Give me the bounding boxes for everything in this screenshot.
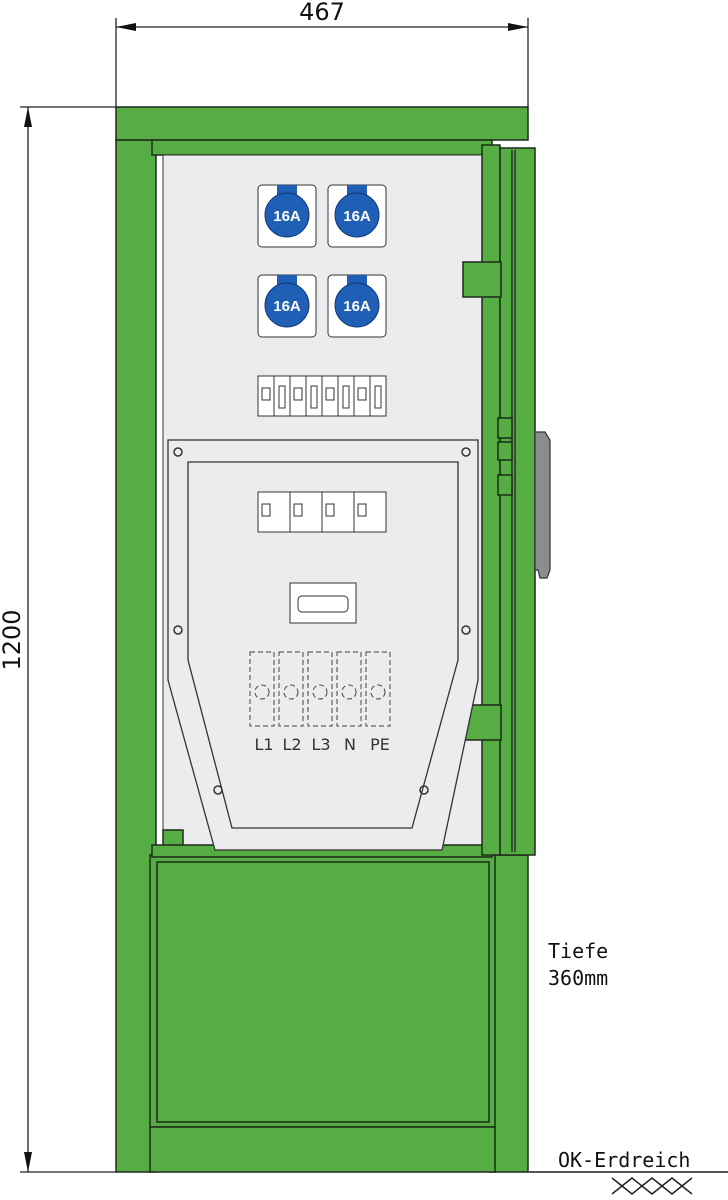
ground-hatching — [611, 1177, 693, 1195]
socket-1[interactable]: 16A — [257, 184, 317, 248]
ground-level: OK-Erdreich — [528, 1148, 728, 1195]
rcbo-row-upper — [257, 375, 387, 417]
ground-label: OK-Erdreich — [558, 1148, 690, 1172]
cover-plate — [167, 439, 479, 851]
width-label: 467 — [299, 0, 345, 26]
terminal-label-l2: L2 — [282, 735, 301, 754]
terminal-label-pe: PE — [370, 735, 390, 754]
depth-value: 360mm — [548, 966, 608, 990]
socket-3[interactable]: 16A — [257, 274, 317, 338]
depth-label: Tiefe — [548, 939, 608, 963]
socket-4[interactable]: 16A — [327, 274, 387, 338]
cabinet-door[interactable] — [462, 144, 551, 856]
terminal-block: L1 L2 L3 N PE — [249, 651, 391, 754]
socket-rating: 16A — [343, 208, 371, 225]
terminal-label-l1: L1 — [254, 735, 273, 754]
socket-rating: 16A — [273, 208, 301, 225]
height-label: 1200 — [0, 609, 26, 670]
socket-group: 16A 16A 16A 16A — [257, 184, 387, 338]
socket-rating: 16A — [343, 298, 371, 315]
terminal-label-l3: L3 — [311, 735, 330, 754]
socket-2[interactable]: 16A — [327, 184, 387, 248]
socket-rating: 16A — [273, 298, 301, 315]
rcd-row-lower — [257, 491, 387, 533]
door-handle[interactable] — [534, 431, 551, 579]
height-dimension: 1200 — [0, 106, 116, 1173]
terminal-label-n: N — [344, 735, 356, 754]
main-switch[interactable] — [289, 582, 357, 624]
width-dimension: 467 — [115, 0, 529, 107]
